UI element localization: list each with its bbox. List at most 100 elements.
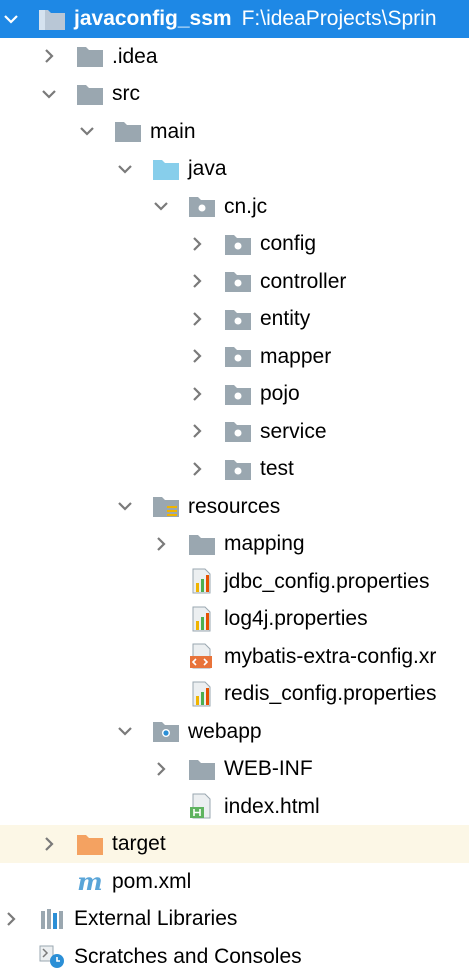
tree-row-package-test[interactable]: test [0, 450, 469, 488]
package-icon [222, 380, 254, 408]
project-name: javaconfig_ssm [74, 7, 232, 31]
tree-label: service [260, 419, 327, 443]
tree-spacer [150, 645, 172, 667]
tree-row-file-pom[interactable]: m pom.xml [0, 863, 469, 901]
tree-row-file-mybatis-config[interactable]: mybatis-extra-config.xr [0, 638, 469, 676]
tree-row-package-mapper[interactable]: mapper [0, 338, 469, 376]
tree-row-resources[interactable]: resources [0, 488, 469, 526]
tree-row-webinf[interactable]: WEB-INF [0, 750, 469, 788]
tree-row-file-jdbc-config[interactable]: jdbc_config.properties [0, 563, 469, 601]
tree-row-project-root[interactable]: javaconfig_ssm F:\ideaProjects\Sprin [0, 0, 469, 38]
package-icon [222, 342, 254, 370]
tree-label: External Libraries [74, 907, 238, 931]
tree-spacer [150, 608, 172, 630]
chevron-right-icon[interactable] [186, 345, 208, 367]
tree-label: pojo [260, 382, 300, 406]
package-icon [222, 230, 254, 258]
chevron-right-icon[interactable] [150, 758, 172, 780]
chevron-down-icon[interactable] [0, 8, 22, 30]
tree-row-file-index-html[interactable]: index.html [0, 788, 469, 826]
tree-spacer [150, 683, 172, 705]
tree-row-package-service[interactable]: service [0, 413, 469, 451]
properties-file-icon [186, 680, 218, 708]
tree-row-idea[interactable]: .idea [0, 38, 469, 76]
html-file-icon [186, 792, 218, 820]
tree-label: controller [260, 269, 347, 293]
tree-row-package-pojo[interactable]: pojo [0, 375, 469, 413]
tree-label: .idea [112, 44, 158, 68]
resources-folder-icon [150, 492, 182, 520]
tree-label: test [260, 457, 294, 481]
tree-label: entity [260, 307, 311, 331]
tree-label: WEB-INF [224, 757, 313, 781]
tree-spacer [150, 795, 172, 817]
chevron-right-icon[interactable] [150, 533, 172, 555]
chevron-right-icon[interactable] [186, 383, 208, 405]
scratches-icon [36, 942, 68, 970]
project-path: F:\ideaProjects\Sprin [241, 7, 437, 31]
chevron-right-icon[interactable] [186, 458, 208, 480]
chevron-right-icon[interactable] [38, 833, 60, 855]
tree-label: target [112, 832, 166, 856]
chevron-down-icon[interactable] [114, 720, 136, 742]
tree-spacer [0, 945, 22, 967]
tree-row-mapping[interactable]: mapping [0, 525, 469, 563]
tree-spacer [150, 570, 172, 592]
tree-row-package-entity[interactable]: entity [0, 300, 469, 338]
chevron-down-icon[interactable] [150, 195, 172, 217]
chevron-right-icon[interactable] [186, 270, 208, 292]
tree-row-java[interactable]: java [0, 150, 469, 188]
tree-label: config [260, 232, 317, 256]
folder-icon [74, 80, 106, 108]
source-folder-icon [150, 155, 182, 183]
tree-label: resources [188, 494, 281, 518]
tree-label: mapper [260, 344, 332, 368]
chevron-right-icon[interactable] [186, 308, 208, 330]
libraries-icon [36, 905, 68, 933]
tree-row-package-controller[interactable]: controller [0, 263, 469, 301]
chevron-right-icon[interactable] [0, 908, 22, 930]
tree-label: webapp [188, 719, 262, 743]
properties-file-icon [186, 605, 218, 633]
chevron-down-icon[interactable] [114, 495, 136, 517]
chevron-right-icon[interactable] [186, 420, 208, 442]
tree-label: redis_config.properties [224, 682, 437, 706]
tree-label: Scratches and Consoles [74, 944, 302, 968]
tree-row-package-config[interactable]: config [0, 225, 469, 263]
folder-icon [74, 42, 106, 70]
chevron-right-icon[interactable] [38, 45, 60, 67]
chevron-down-icon[interactable] [38, 83, 60, 105]
tree-row-target[interactable]: target [0, 825, 469, 863]
package-icon [222, 417, 254, 445]
tree-row-webapp[interactable]: webapp [0, 713, 469, 751]
module-folder-icon [36, 5, 68, 33]
folder-icon [186, 755, 218, 783]
tree-row-src[interactable]: src [0, 75, 469, 113]
tree-label: mybatis-extra-config.xr [224, 644, 437, 668]
tree-label: main [150, 119, 196, 143]
folder-icon [112, 117, 144, 145]
tree-row-file-log4j[interactable]: log4j.properties [0, 600, 469, 638]
folder-icon [186, 530, 218, 558]
tree-spacer [38, 870, 60, 892]
tree-row-scratches[interactable]: Scratches and Consoles [0, 938, 469, 976]
tree-row-external-libraries[interactable]: External Libraries [0, 900, 469, 938]
properties-file-icon [186, 567, 218, 595]
tree-label: jdbc_config.properties [224, 569, 430, 593]
tree-row-main[interactable]: main [0, 113, 469, 151]
chevron-right-icon[interactable] [186, 233, 208, 255]
xml-file-icon [186, 642, 218, 670]
tree-row-file-redis-config[interactable]: redis_config.properties [0, 675, 469, 713]
tree-label: src [112, 82, 140, 106]
tree-label: mapping [224, 532, 305, 556]
package-icon [222, 305, 254, 333]
excluded-folder-icon [74, 830, 106, 858]
package-icon [222, 267, 254, 295]
tree-label: cn.jc [224, 194, 268, 218]
chevron-down-icon[interactable] [76, 120, 98, 142]
tree-row-cnjc[interactable]: cn.jc [0, 188, 469, 226]
package-icon [186, 192, 218, 220]
web-folder-icon [150, 717, 182, 745]
chevron-down-icon[interactable] [114, 158, 136, 180]
tree-label: log4j.properties [224, 607, 368, 631]
